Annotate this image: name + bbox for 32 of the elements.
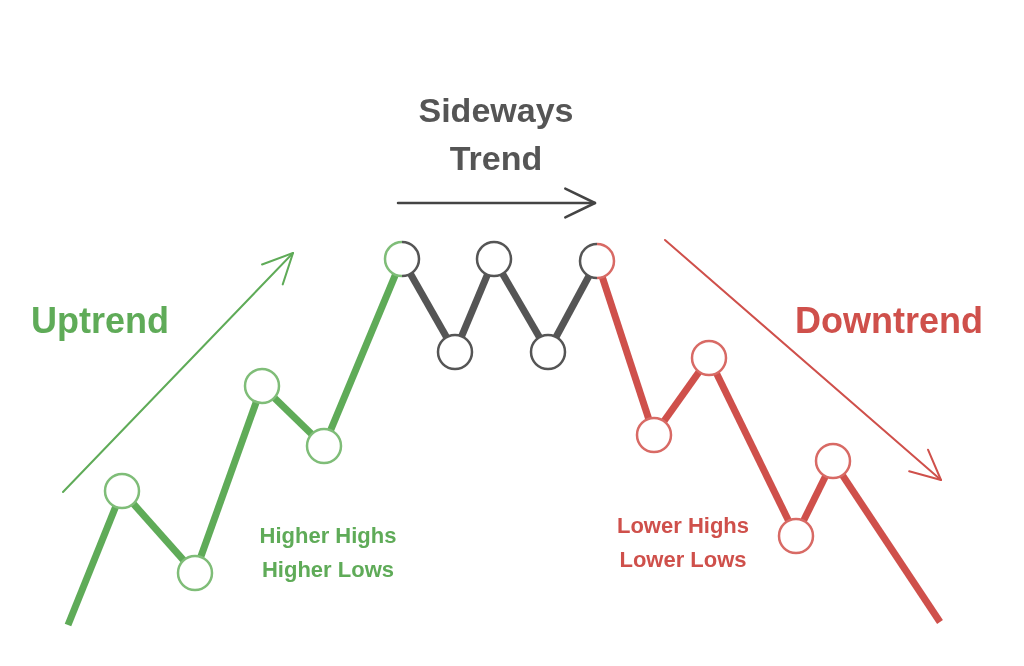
trend-heading: Downtrend	[795, 303, 983, 339]
pivot-circle	[690, 339, 728, 377]
pivot-circle	[305, 427, 343, 465]
pivot-circle	[635, 416, 673, 454]
pivot-circle	[383, 240, 421, 278]
pivot-circle	[103, 472, 141, 510]
trend-line	[197, 400, 260, 559]
pivot-circle	[176, 554, 214, 592]
trend-line	[800, 474, 829, 523]
trend-heading: Uptrend	[31, 303, 169, 339]
trend-heading: Sideways Trend	[417, 90, 575, 179]
pattern-note: Higher Highs Higher Lows	[258, 522, 398, 584]
pattern-note: Lower Highs Lower Lows	[616, 512, 750, 574]
trend-line	[407, 272, 450, 339]
trend-line	[839, 473, 943, 624]
trend-line	[598, 276, 653, 420]
pivot-circle	[529, 333, 567, 371]
trend-line	[64, 505, 119, 627]
trend-line	[130, 501, 187, 563]
trend-line	[271, 395, 315, 437]
pivot-circle	[436, 333, 474, 371]
trend-line	[327, 273, 399, 432]
pivot-circle	[777, 517, 815, 555]
trend-line	[713, 371, 792, 523]
trend-line	[552, 274, 593, 339]
trend-line	[458, 273, 491, 338]
pivot-circle	[578, 242, 616, 280]
pivot-circle	[475, 240, 513, 278]
trend-line	[499, 271, 543, 340]
pivot-circle	[814, 442, 852, 480]
trend-line	[661, 369, 702, 424]
pivot-circle	[243, 367, 281, 405]
